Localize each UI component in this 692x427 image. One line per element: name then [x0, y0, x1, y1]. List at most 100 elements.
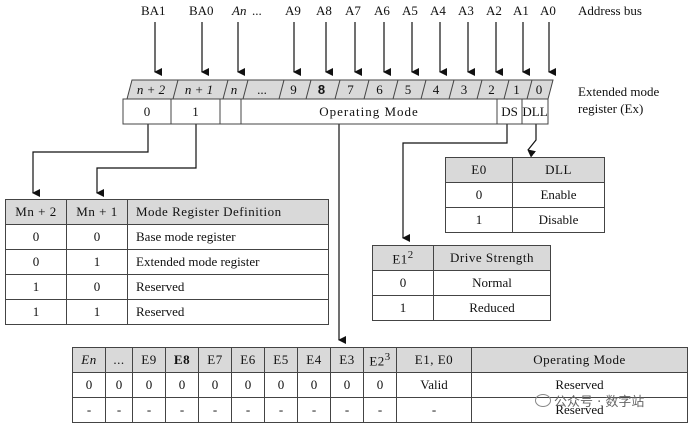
bus-label-a8: A8 [316, 3, 332, 18]
cell: - [330, 397, 364, 423]
cell: - [396, 397, 472, 423]
table-row: - - - - - - - - - - - Reserved [72, 397, 688, 423]
cell: Reserved [127, 274, 329, 300]
cell: Extended mode register [127, 249, 329, 275]
cell: Reduced [433, 295, 551, 321]
mode-register-table: Mn + 2 Mn + 1 Mode Register Definition 0… [5, 199, 329, 325]
operating-mode-table: En ... E9 E8 E7 E6 E5 E4 E3 E23 E1, E0 O… [72, 347, 688, 423]
cell: 0 [132, 372, 166, 398]
cell: Reserved [127, 299, 329, 325]
bus-label-a7: A7 [345, 3, 361, 18]
cell: 1 [5, 299, 67, 325]
cell: 0 [198, 372, 232, 398]
cell: - [297, 397, 331, 423]
cell: 0 [445, 182, 513, 208]
header-en: En [72, 347, 106, 373]
bus-label-a0: A0 [540, 3, 556, 18]
table-header-row: E12 Drive Strength [372, 245, 551, 271]
bus-label-a2: A2 [486, 3, 502, 18]
cell: - [72, 397, 106, 423]
cell: 1 [66, 249, 128, 275]
cell: Disable [512, 207, 605, 233]
cell: 0 [165, 372, 199, 398]
cell: - [165, 397, 199, 423]
header-drive-strength: Drive Strength [433, 245, 551, 271]
cell: 0 [66, 274, 128, 300]
reg-field-ba1-value: 0 [143, 103, 151, 119]
cell: 1 [66, 299, 128, 325]
cell: - [231, 397, 265, 423]
cell: Reserved [471, 372, 688, 398]
table-row: 0 0 Base mode register [5, 224, 329, 250]
register-title-line1: Extended mode [578, 84, 660, 99]
reg-bit-1: 1 [513, 81, 520, 97]
wire-ba0-to-mode-table [96, 124, 197, 197]
table-header-row: E0 DLL [445, 157, 605, 183]
bus-label-a6: A6 [374, 3, 390, 18]
cell: 0 [5, 249, 67, 275]
cell: - [363, 397, 397, 423]
cell: Valid [396, 372, 472, 398]
cell: - [132, 397, 166, 423]
header-e1: E12 [372, 245, 434, 271]
cell: - [264, 397, 298, 423]
cell: 0 [330, 372, 364, 398]
cell: 0 [5, 224, 67, 250]
reg-bit-n: n [230, 81, 238, 97]
wire-ba1-to-mode-table [32, 124, 149, 197]
watermark-text: 公众号 · 数字站 [554, 395, 645, 410]
cell: 0 [363, 372, 397, 398]
table-row: 0 Normal [372, 270, 551, 296]
header-e2: E23 [363, 347, 397, 373]
header-e9: E9 [132, 347, 166, 373]
reg-bit-8: 8 [317, 82, 326, 97]
reg-field-ba0-value: 1 [192, 103, 199, 119]
cell: Base mode register [127, 224, 329, 250]
cell: 0 [72, 372, 106, 398]
header-operating-mode: Operating Mode [471, 347, 688, 373]
wire-dll-to-dll-table [527, 124, 537, 158]
header-e2-sup: 3 [384, 350, 391, 363]
drive-strength-table: E12 Drive Strength 0 Normal 1 Reduced [372, 245, 551, 321]
bus-label-a5: A5 [402, 3, 418, 18]
bus-label-a4: A4 [430, 3, 446, 18]
bus-label-ellipsis: ... [252, 3, 262, 18]
reg-bit-n-plus-1: n + 1 [184, 81, 214, 97]
bus-label-ba1: BA1 [141, 3, 166, 18]
cell: 1 [372, 295, 434, 321]
reg-bit-5: 5 [404, 81, 412, 97]
header-e5: E5 [264, 347, 298, 373]
header-dll: DLL [512, 157, 605, 183]
reg-bit-4: 4 [432, 81, 440, 97]
table-row: 0 1 Extended mode register [5, 249, 329, 275]
bus-label-a9: A9 [285, 3, 301, 18]
bus-label-ba0: BA0 [189, 3, 214, 18]
table-row: 1 Reduced [372, 295, 551, 321]
header-e1-text: E1 [392, 251, 408, 267]
header-e1-e0: E1, E0 [396, 347, 472, 373]
header-e6: E6 [231, 347, 265, 373]
cell: Enable [512, 182, 605, 208]
reg-bit-7: 7 [347, 81, 354, 97]
header-e3: E3 [330, 347, 364, 373]
wire-ds-to-drive-table [402, 124, 508, 242]
cell: 0 [105, 372, 133, 398]
cell: - [105, 397, 133, 423]
table-row: 0 Enable [445, 182, 605, 208]
header-mode-def: Mode Register Definition [127, 199, 329, 225]
header-e8: E8 [165, 347, 199, 373]
header-ellipsis: ... [105, 347, 133, 373]
header-mn1: Mn + 1 [66, 199, 128, 225]
cell: - [198, 397, 232, 423]
register-title-line2: register (Ex) [578, 101, 644, 116]
cell: 0 [297, 372, 331, 398]
table-row: 1 Disable [445, 207, 605, 233]
table-header-row: En ... E9 E8 E7 E6 E5 E4 E3 E23 E1, E0 O… [72, 347, 688, 373]
header-e2-text: E2 [369, 353, 385, 369]
address-bus-title: Address bus [578, 3, 642, 18]
reg-bit-ellipsis: ... [257, 81, 267, 97]
header-mn2: Mn + 2 [5, 199, 67, 225]
reg-field-dll: DLL [522, 103, 548, 119]
cell: Reserved [471, 397, 688, 423]
